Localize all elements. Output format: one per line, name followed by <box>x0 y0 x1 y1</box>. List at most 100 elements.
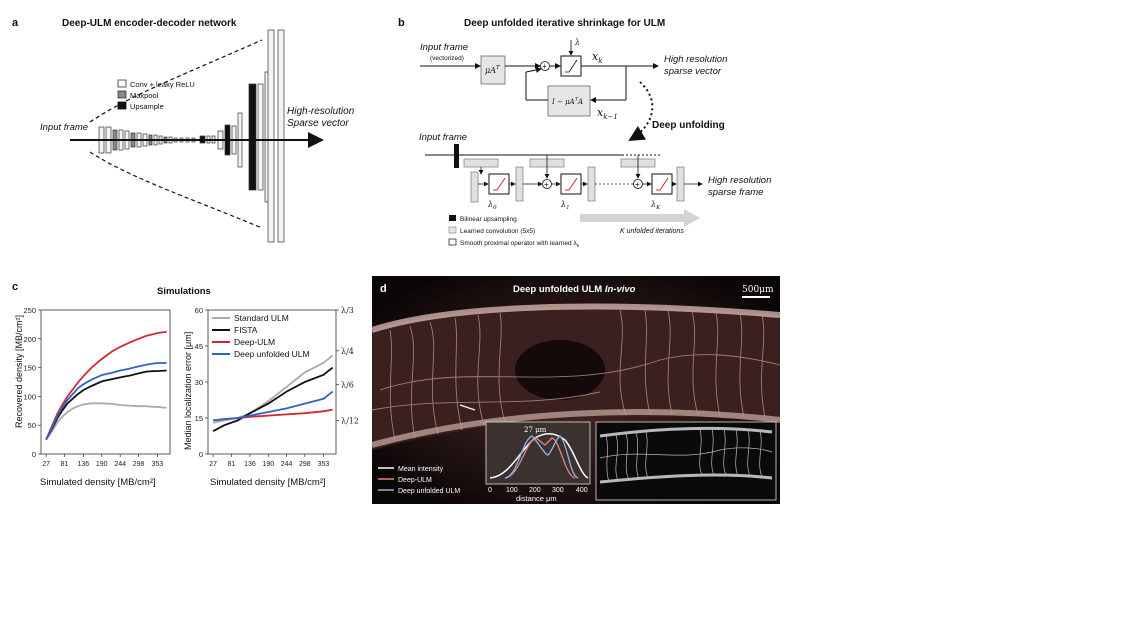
svg-text:+: + <box>544 180 549 189</box>
series-line-2 <box>45 331 167 440</box>
series-line-1 <box>212 366 334 432</box>
legend-deep-ulm: Deep-ULM <box>234 337 275 347</box>
panel-d-title: Deep unfolded ULM In-vivo <box>513 284 636 295</box>
y-tick-label: 30 <box>195 378 203 387</box>
out-label-4: sparse frame <box>708 187 763 198</box>
input-frame-b2: Input frame <box>419 132 467 143</box>
sum-node <box>540 61 550 71</box>
x-tick-label: 190 <box>96 461 108 468</box>
shrinkage-box <box>560 55 582 77</box>
out-label-2: sparse vector <box>664 66 722 77</box>
legend-upsample-swatch <box>117 101 127 110</box>
profile-curves <box>489 433 589 479</box>
legend-b-2: Learned convolution (5x5) <box>460 228 535 235</box>
chart2-legend: Standard ULM FISTA Deep-ULM Deep unfolde… <box>212 313 310 359</box>
series-line-3 <box>213 390 334 422</box>
chart2-xlabel: Simulated density [MB/cm²] <box>210 477 326 488</box>
input-frame-label: Input frame <box>40 122 88 133</box>
legend-unfolded: Deep unfolded ULM <box>234 349 310 359</box>
iterations-label: K unfolded iterations <box>620 228 684 235</box>
legend-b-1: Bilinear upsampling <box>460 216 517 223</box>
network-blocks <box>98 29 285 243</box>
y-tick-label: 15 <box>195 414 203 423</box>
right-tick-label: λ/12 <box>341 416 359 425</box>
svg-text:Mean intensity: Mean intensity <box>398 466 444 473</box>
feedback-box <box>547 85 591 117</box>
prox-blocks <box>488 173 673 195</box>
out-label-1: High resolution <box>664 54 727 65</box>
mu-box <box>480 55 506 85</box>
legend-upsample-label: Upsample <box>130 102 164 111</box>
feedback-label: I − μATA <box>551 97 583 107</box>
y-tick-label: 200 <box>23 335 36 344</box>
iterations-arrow <box>580 209 700 227</box>
right-tick-label: λ/3 <box>341 306 354 315</box>
vessel-texture <box>371 303 781 450</box>
right-tick-label: λ/4 <box>341 347 354 356</box>
deep-unfolding-arrow <box>628 81 654 142</box>
x-tick-label: 244 <box>281 461 293 468</box>
svg-text:λ0: λ0 <box>487 200 497 211</box>
panel-d-legend: Mean intensity Deep-ULM Deep unfolded UL… <box>378 466 460 495</box>
deep-unfolding-label: Deep unfolding <box>652 120 725 131</box>
svg-text:λK: λK <box>650 200 661 211</box>
x-tick-label: 298 <box>299 461 311 468</box>
svg-text:Deep unfolded ULM: Deep unfolded ULM <box>398 488 460 495</box>
x-tick-label: 81 <box>61 461 69 468</box>
envelope-top <box>89 39 263 123</box>
lambda-labels: λ0 λ1 λK <box>487 200 661 211</box>
legend-conv-swatch <box>117 79 127 88</box>
y-tick-label: 100 <box>23 392 36 401</box>
input-frame-b: Input frame <box>420 42 468 53</box>
y-tick-label: 50 <box>28 421 36 430</box>
vectorized-label: (vectorized) <box>430 55 464 62</box>
chart-frame <box>40 309 171 455</box>
x-tick-label: 27 <box>209 461 217 468</box>
svg-text:0: 0 <box>488 487 492 494</box>
lambda-label: λ <box>574 38 580 47</box>
output-label-2: Sparse vector <box>287 118 349 129</box>
svg-text:100: 100 <box>506 487 518 494</box>
legend-standard: Standard ULM <box>234 313 289 323</box>
panel-b-title: Deep unfolded iterative shrinkage for UL… <box>464 18 665 29</box>
chart1-xlabel: Simulated density [MB/cm²] <box>40 477 156 488</box>
bilinear-block <box>454 144 459 168</box>
output-label-1: High-resolution <box>287 106 355 117</box>
y-tick-label: 250 <box>23 306 36 315</box>
panel-c-title: Simulations <box>157 286 211 297</box>
y-tick-label: 150 <box>23 364 36 373</box>
series-line-3 <box>45 362 167 440</box>
svg-text:200: 200 <box>529 487 541 494</box>
mu-box-label: μAT <box>485 65 500 75</box>
svg-text:+: + <box>635 180 640 189</box>
panel-d-letter: d <box>380 283 387 295</box>
x-tick-label: 298 <box>133 461 145 468</box>
y-tick-label: 0 <box>199 450 203 459</box>
series-line-1 <box>45 369 167 441</box>
legend-maxpool-label: Maxpool <box>130 91 159 100</box>
svg-text:λ1: λ1 <box>560 200 570 211</box>
panel-a: a Deep-ULM encoder-decoder network Conv … <box>12 17 355 243</box>
chart2-ylabel: Median localization error [μm] <box>183 332 193 450</box>
svg-text:+: + <box>542 62 547 71</box>
right-tick-label: λ/6 <box>341 380 354 389</box>
legend-fista: FISTA <box>234 325 258 335</box>
legend-maxpool-swatch <box>117 90 127 99</box>
y-tick-label: 0 <box>32 450 36 459</box>
x-tick-label: 244 <box>114 461 126 468</box>
inset-xticks: 0 100 200 300 400 <box>488 487 588 494</box>
y-tick-label: 60 <box>195 306 203 315</box>
x-tick-label: 353 <box>152 461 164 468</box>
panel-a-letter: a <box>12 17 19 29</box>
x-tick-label: 81 <box>227 461 235 468</box>
inset-xlabel: distance μm <box>516 494 557 503</box>
legend-b-3: Smooth proximal operator with learned λk <box>460 240 580 248</box>
series-line-0 <box>45 402 167 441</box>
y-tick-label: 45 <box>195 342 203 351</box>
svg-text:Deep-ULM: Deep-ULM <box>398 477 432 484</box>
chart-frame <box>207 309 337 455</box>
